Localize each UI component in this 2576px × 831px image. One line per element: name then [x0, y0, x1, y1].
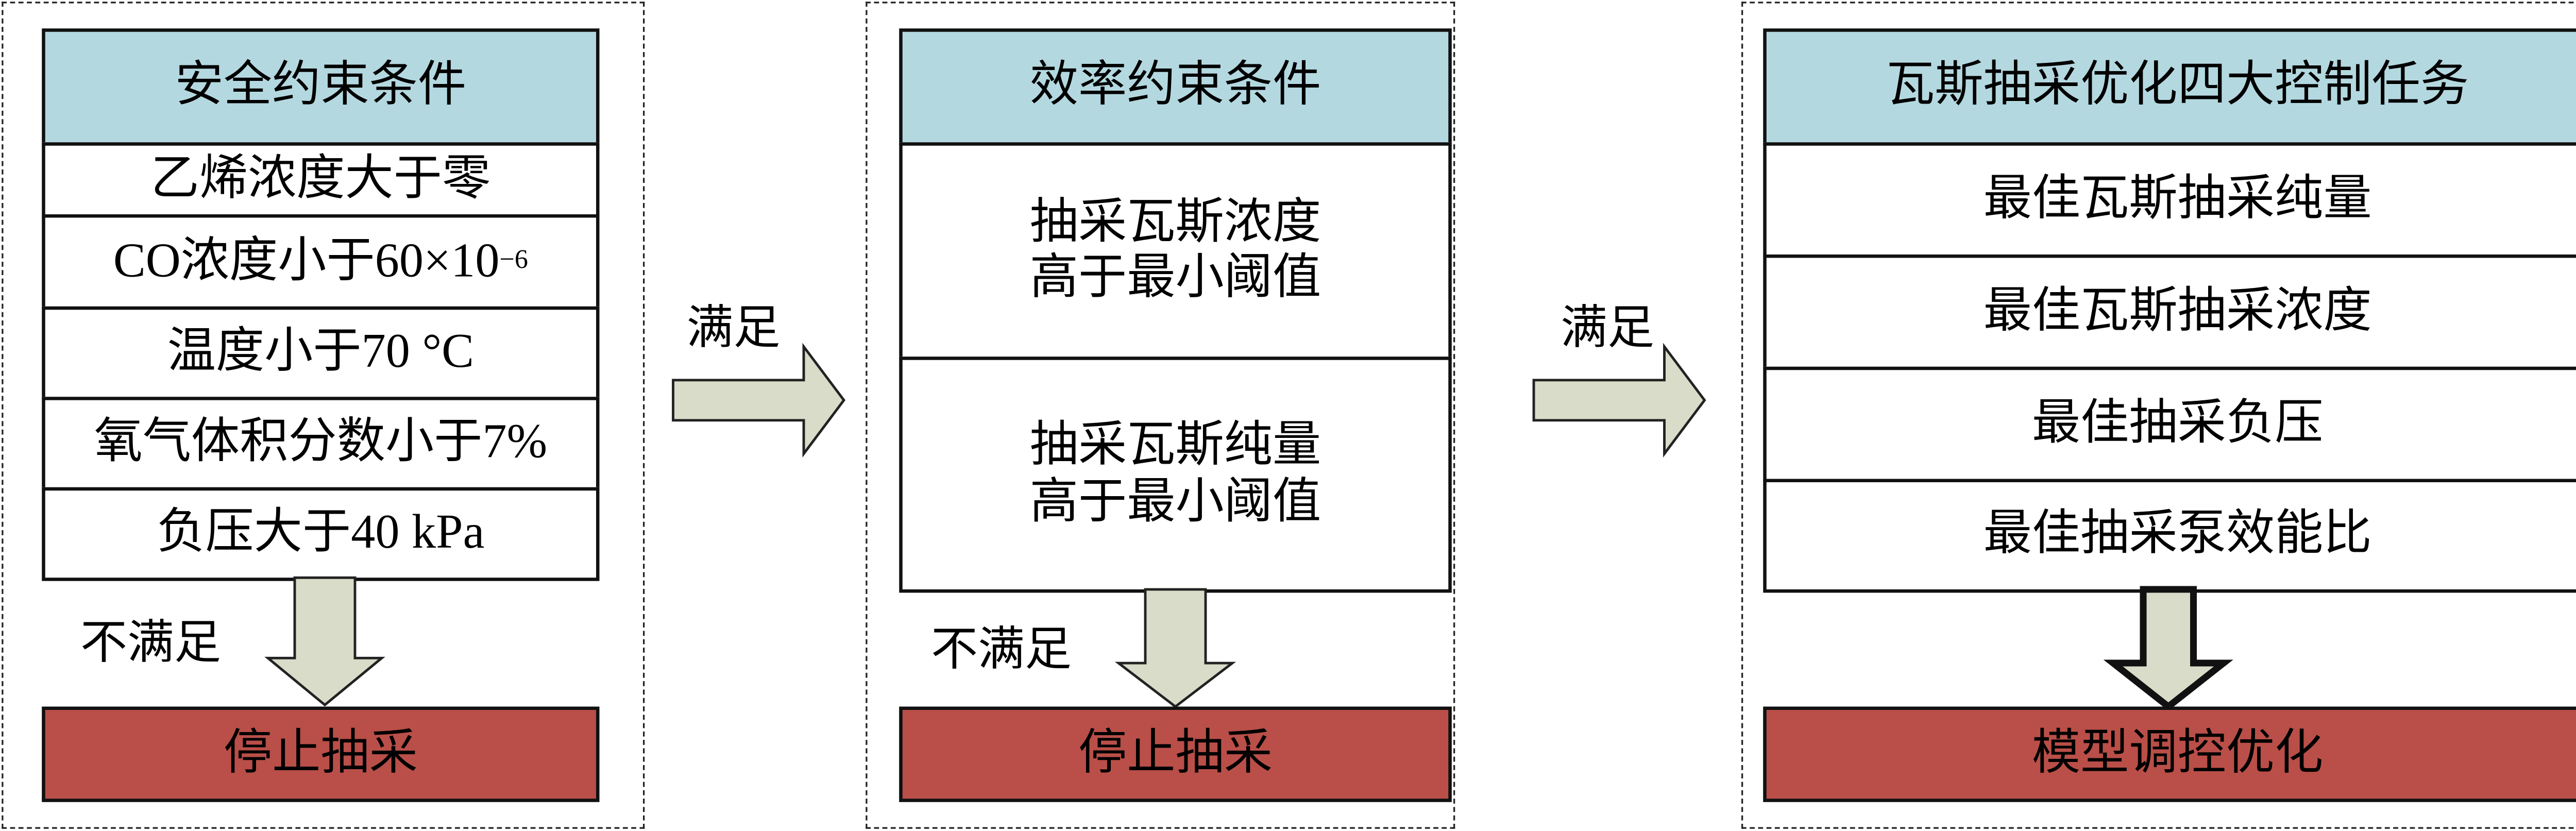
- stop-box: 停止抽采: [42, 706, 600, 802]
- pass-label: 满足: [686, 303, 781, 355]
- down-arrow-icon: [2103, 586, 2233, 711]
- tasks-title: 瓦斯抽采优化四大控制任务: [1763, 28, 2576, 146]
- safety-item: 温度小于70 °C: [42, 306, 600, 400]
- safety-item: 乙烯浓度大于零: [42, 142, 600, 218]
- safety-title: 安全约束条件: [42, 28, 600, 146]
- right-arrow-icon: [672, 343, 846, 458]
- fail-label: 不满足: [80, 618, 222, 670]
- efficiency-title: 效率约束条件: [899, 28, 1452, 146]
- down-arrow-icon: [1114, 588, 1236, 708]
- safety-item: CO浓度小于60×10−6: [42, 214, 600, 310]
- fail-label: 不满足: [931, 624, 1072, 676]
- task-item: 最佳抽采泵效能比: [1763, 479, 2576, 593]
- safety-item-text: CO浓度小于60×10: [113, 234, 500, 288]
- result-box: 模型调控优化: [1763, 706, 2576, 802]
- stop-box: 停止抽采: [899, 706, 1452, 802]
- safety-panel: [2, 2, 645, 829]
- task-item: 最佳瓦斯抽采浓度: [1763, 255, 2576, 370]
- task-item: 最佳瓦斯抽采纯量: [1763, 142, 2576, 258]
- safety-item: 氧气体积分数小于7%: [42, 397, 600, 491]
- safety-item: 负压大于40 kPa: [42, 487, 600, 581]
- right-arrow-icon: [1532, 343, 1706, 458]
- pass-label: 满足: [1561, 303, 1655, 355]
- efficiency-panel: [866, 2, 1455, 829]
- efficiency-item: 抽采瓦斯浓度 高于最小阈值: [899, 142, 1452, 360]
- tasks-panel: [1741, 2, 2576, 829]
- down-arrow-icon: [264, 576, 385, 707]
- efficiency-item: 抽采瓦斯纯量 高于最小阈值: [899, 357, 1452, 593]
- co-exponent: −6: [499, 246, 528, 275]
- task-item: 最佳抽采负压: [1763, 366, 2576, 482]
